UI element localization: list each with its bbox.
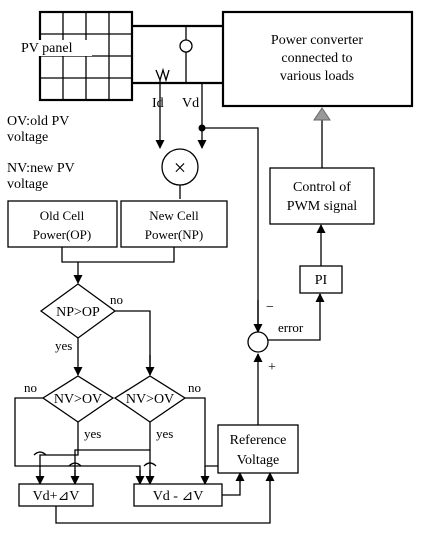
pwm-line-2: PWM signal xyxy=(287,199,358,214)
old-power-line-1: Old Cell xyxy=(40,208,85,223)
nv-legend-line-1: NV:new PV xyxy=(7,161,75,176)
decision-main-no: no xyxy=(110,292,123,307)
current-sensor-icon xyxy=(179,26,193,60)
pv-panel: PV panel xyxy=(21,10,134,102)
pi-text: PI xyxy=(315,273,328,288)
pwm-to-converter-arrow xyxy=(313,107,331,121)
multiplier-symbol: × xyxy=(174,155,186,180)
decision-right-no: no xyxy=(188,380,201,395)
decision-main-yes: yes xyxy=(55,338,72,353)
summing-junction xyxy=(247,331,269,353)
decision-left-yes: yes xyxy=(84,426,101,441)
old-cell-power-box xyxy=(7,200,118,248)
decision-main-text: NP>OP xyxy=(56,305,100,320)
converter-line-1: Power converter xyxy=(271,33,363,48)
converter-line-2: connected to xyxy=(281,51,352,66)
pi-controller-box xyxy=(299,265,343,294)
summing-minus: − xyxy=(266,300,274,315)
reference-voltage-box xyxy=(217,424,299,474)
summing-plus: + xyxy=(268,360,276,375)
old-power-line-2: Power(OP) xyxy=(33,227,92,242)
vd-label: Vd xyxy=(182,96,199,111)
converter-line-3: various loads xyxy=(280,69,354,84)
increase-text: Vd+⊿V xyxy=(33,489,80,504)
id-label: Id xyxy=(152,96,164,111)
pv-panel-label: PV panel xyxy=(21,41,73,56)
decision-left-text: NV>OV xyxy=(54,392,102,407)
ov-legend-line-1: OV:old PV xyxy=(7,114,69,129)
reference-line-2: Voltage xyxy=(237,453,280,468)
power-converter-box xyxy=(221,10,414,108)
pwm-line-1: Control of xyxy=(293,180,351,195)
new-power-line-2: Power(NP) xyxy=(145,227,204,242)
decision-right-yes: yes xyxy=(156,426,173,441)
new-power-line-1: New Cell xyxy=(149,208,199,223)
nv-legend-line-2: voltage xyxy=(7,177,48,192)
error-label: error xyxy=(278,320,304,335)
ov-legend-line-2: voltage xyxy=(7,130,48,145)
decision-right-text: NV>OV xyxy=(126,392,174,407)
current-coil-icon xyxy=(155,67,170,83)
pwm-control-box xyxy=(269,167,375,225)
decision-left-no: no xyxy=(24,380,37,395)
reference-line-1: Reference xyxy=(230,433,287,448)
decrease-text: Vd - ⊿V xyxy=(153,489,204,504)
new-cell-power-box xyxy=(120,200,228,248)
